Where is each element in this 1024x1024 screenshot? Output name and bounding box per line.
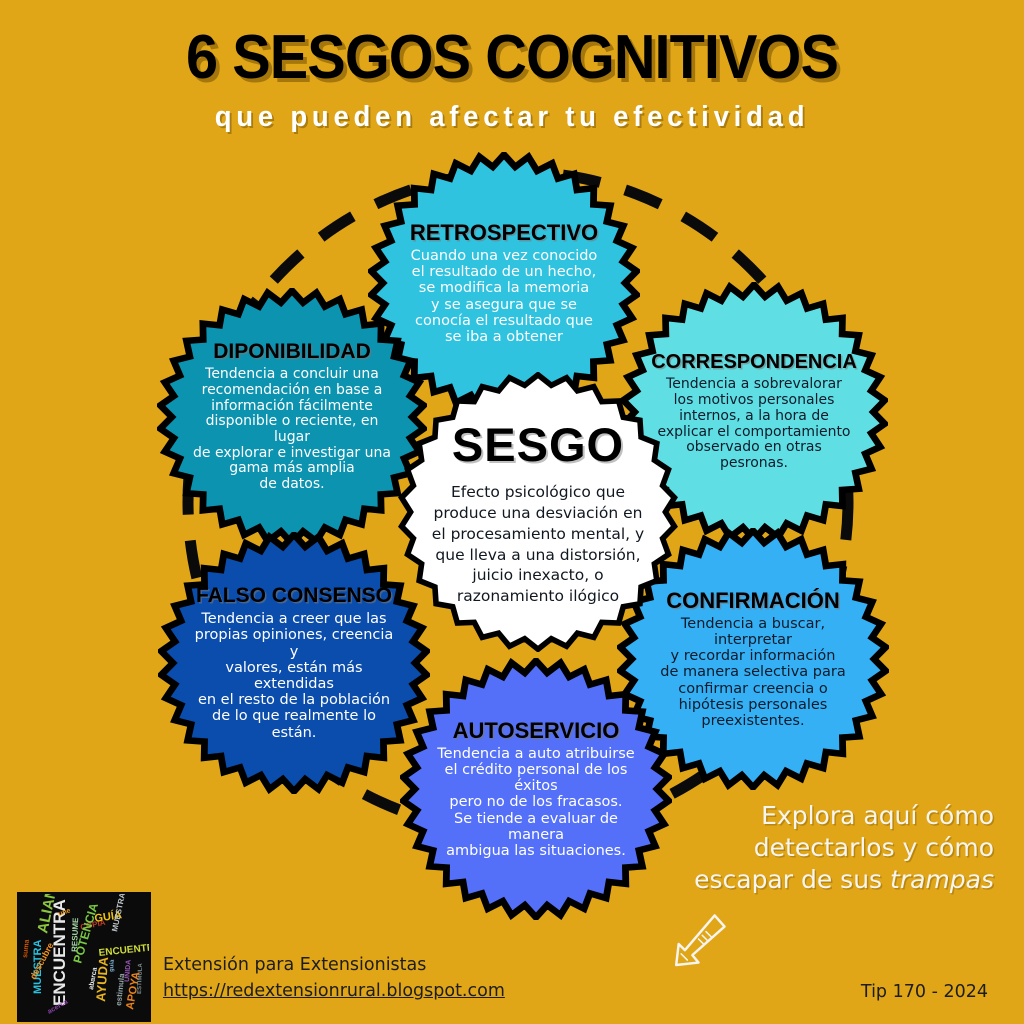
cta-line-3-italic: trampas <box>890 865 994 894</box>
bias-node-retrospectivo[interactable]: RETROSPECTIVO Cuando una vez conocido el… <box>368 152 640 414</box>
bias-title-correspondencia: CORRESPONDENCIA <box>651 351 857 374</box>
cta-text: Explora aquí cómo detectarlos y cómo esc… <box>664 800 994 896</box>
bias-desc-diponibilidad: Tendencia a concluir una recomendación e… <box>193 366 391 493</box>
footer-credit: Extensión para Extensionistas https://re… <box>163 952 505 1005</box>
bias-desc-retrospectivo: Cuando una vez conocido el resultado de … <box>410 247 598 346</box>
svg-text:ESTIMULA: ESTIMULA <box>137 963 144 995</box>
svg-text:ENCUENTRA: ENCUENTRA <box>98 941 149 959</box>
cta-line-1: Explora aquí cómo <box>761 801 994 830</box>
footer-tip-number: Tip 170 - 2024 <box>860 982 988 1002</box>
bias-title-autoservicio: AUTOSERVICIO <box>452 717 620 743</box>
starburst-shape-center <box>398 372 678 652</box>
cta-line-2: detectarlos y cómo <box>753 833 994 862</box>
starburst-shape-falso-consenso <box>158 532 430 794</box>
center-description: Efecto psicológico que produce una desvi… <box>431 482 645 606</box>
svg-text:estimula: estimula <box>114 972 126 1006</box>
bias-node-falso-consenso[interactable]: FALSO CONSENSO Tendencia a creer que las… <box>158 532 430 794</box>
bias-node-confirmacion[interactable]: CONFIRMACIÓN Tendencia a buscar, interpr… <box>617 528 889 790</box>
svg-text:une: une <box>57 907 71 918</box>
bias-desc-falso-consenso: Tendencia a creer que las propias opinio… <box>194 611 394 741</box>
svg-text:AYUDA: AYUDA <box>93 956 111 1003</box>
bias-node-correspondencia[interactable]: CORRESPONDENCIA Tendencia a sobrevalorar… <box>620 282 888 542</box>
center-node-sesgo[interactable]: SESGO Efecto psicológico que produce una… <box>398 372 678 652</box>
starburst-shape-autoservicio <box>400 658 672 920</box>
down-left-arrow-icon <box>674 914 726 967</box>
bias-node-diponibilidad[interactable]: DIPONIBILIDAD Tendencia a concluir una r… <box>157 288 427 546</box>
svg-text:abarca: abarca <box>88 967 99 991</box>
svg-text:suma: suma <box>22 939 31 958</box>
cta-line-3-plain: escapar de sus <box>694 865 891 894</box>
bias-desc-confirmacion: Tendencia a buscar, interpretar y record… <box>660 615 846 730</box>
logo-art: ALIANZA ENCUENTRA MUESTRA descubre COPIA… <box>19 894 149 1020</box>
bias-title-retrospectivo: RETROSPECTIVO <box>409 219 599 245</box>
bias-title-falso-consenso: FALSO CONSENSO <box>195 584 392 608</box>
bias-node-autoservicio[interactable]: AUTOSERVICIO Tendencia a auto atribuirse… <box>400 658 672 920</box>
footer-organization: Extensión para Extensionistas <box>163 955 427 975</box>
footer-url-link[interactable]: https://redextensionrural.blogspot.com <box>163 981 505 1002</box>
starburst-shape-confirmacion <box>617 528 889 790</box>
svg-text:ENCUENTRA: ENCUENTRA <box>50 899 69 1006</box>
svg-text:guía: guía <box>109 959 116 972</box>
svg-text:RESUME: RESUME <box>70 917 80 952</box>
svg-text:MUESTRA: MUESTRA <box>32 940 44 994</box>
cta-line-3: escapar de sus trampas <box>664 864 994 896</box>
bias-desc-correspondencia: Tendencia a sobrevalorar los motivos per… <box>657 376 851 471</box>
extension-e-wordcloud-logo: ALIANZA ENCUENTRA MUESTRA descubre COPIA… <box>17 892 151 1022</box>
bias-title-diponibilidad: DIPONIBILIDAD <box>213 340 371 364</box>
bias-desc-autoservicio: Tendencia a auto atribuirse el crédito p… <box>437 745 635 860</box>
center-title: SESGO <box>451 417 625 471</box>
bias-title-confirmacion: CONFIRMACIÓN <box>666 587 840 613</box>
svg-text:GUÍA: GUÍA <box>94 908 123 925</box>
svg-text:UNIDA: UNIDA <box>124 960 133 983</box>
